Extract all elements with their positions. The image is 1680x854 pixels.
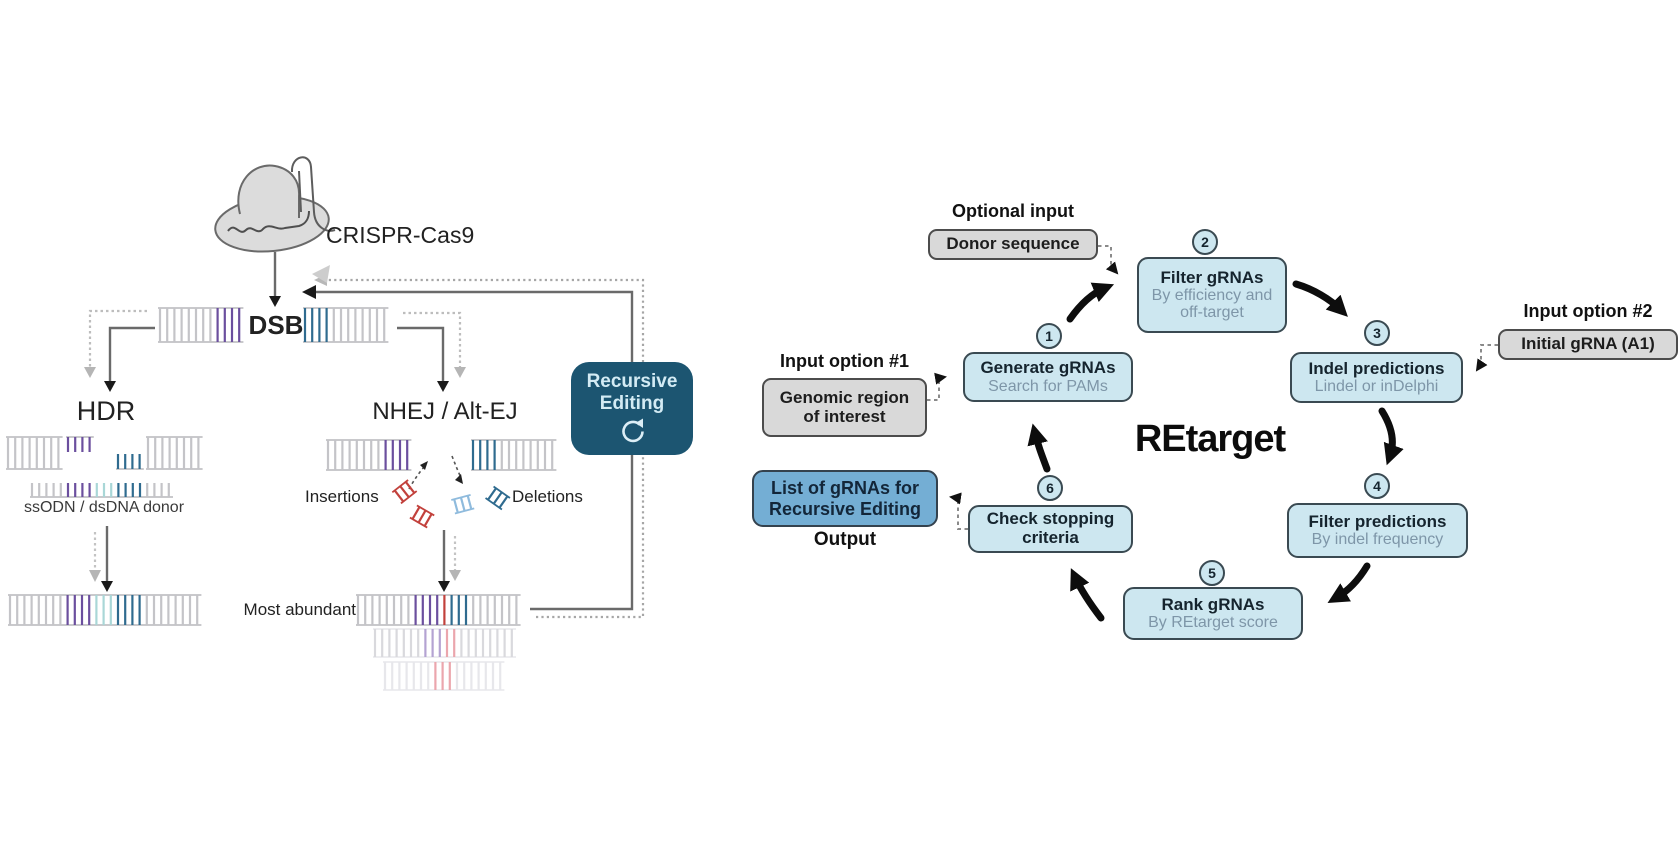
indel-fragment-arrows [408,455,463,490]
step-3-subtitle: Lindel or inDelphi [1314,378,1439,396]
cas9-protein-icon [214,156,336,253]
dsb-label: DSB [248,309,304,340]
connector-genomic-to-generate [927,372,947,401]
genomic-region-box: Genomic region of interest [762,378,927,437]
step-5-subtitle: By REtarget score [1148,614,1278,632]
nhej-label: NHEJ / Alt-EJ [372,398,518,425]
dna-ladder [146,436,203,470]
arrow-dsb-to-nhej [397,311,466,392]
step-6-number: 6 [1037,475,1063,501]
step-6-title: Check stopping criteria [986,509,1115,547]
step-6-box: Check stopping criteria [968,505,1133,553]
insertion-fragment [391,479,418,505]
dna-ladders [6,307,557,691]
cycle-arrows [1027,280,1404,622]
input-option-2-header: Input option #2 [1523,301,1653,321]
arrow-step2-to-step3 [1292,280,1348,317]
recursive-editing-box: Recursive Editing [571,362,693,455]
arrow-step4-to-step5 [1327,562,1371,603]
step-4-subtitle: By indel frequency [1311,531,1444,549]
step-3-number: 3 [1364,320,1390,346]
step-4-box: Filter predictions By indel frequency [1287,503,1468,558]
dna-ladder [8,594,202,626]
step-4-title: Filter predictions [1308,511,1447,531]
dna-ladder [383,661,505,691]
retarget-title: REtarget [1134,418,1286,460]
dna-ladder [356,594,521,626]
step-5-box: Rank gRNAs By REtarget score [1123,587,1303,640]
arrow-step6-to-step1 [1027,423,1051,473]
dna-ladder [373,628,516,658]
step-1-box: Generate gRNAs Search for PAMs [963,352,1133,402]
hdr-label: HDR [76,395,136,426]
step-3-title: Indel predictions [1308,358,1445,378]
most-abundant-label: Most abundant [243,600,356,619]
dna-ladder [158,307,244,343]
deletion-fragment [485,485,511,511]
insertion-fragment [409,504,435,529]
donor-sequence-box: Donor sequence [928,229,1098,260]
dna-ladder [6,436,63,470]
arrow-nhej-to-most-abundant [438,530,461,592]
step-5-number: 5 [1199,560,1225,586]
deletion-fragment [451,493,475,515]
connector-check-to-output [949,492,968,530]
dna-ladder [471,439,557,471]
initial-grna-box: Initial gRNA (A1) [1498,329,1678,360]
dna-ladder [303,307,389,343]
crispr-cas9-label: CRISPR-Cas9 [326,222,475,248]
dna-ladder [30,483,173,498]
step-1-subtitle: Search for PAMs [988,377,1108,395]
insertions-label: Insertions [305,487,379,506]
input-option-1-header: Input option #1 [780,351,909,371]
dna-ladder [66,436,94,452]
output-label: Output [813,529,877,550]
step-3-box: Indel predictions Lindel or inDelphi [1290,352,1463,403]
cycle-arrow-icon [622,418,644,442]
recursive-editing-label: Recursive Editing [586,371,678,414]
output-box: List of gRNAs for Recursive Editing [752,470,938,527]
optional-input-header: Optional input [952,201,1074,221]
dna-ladder [326,439,412,471]
step-2-subtitle: By efficiency and off-target [1151,286,1273,322]
deletions-label: Deletions [512,487,583,506]
connector-initialgrna-to-indel [1475,344,1498,372]
step-2-box: Filter gRNAs By efficiency and off-targe… [1137,257,1287,333]
step-5-title: Rank gRNAs [1161,594,1265,614]
connector-donor-to-filter [1098,245,1119,275]
step-1-title: Generate gRNAs [980,358,1116,378]
arrow-step1-to-step2 [1066,282,1115,323]
step-4-number: 4 [1364,473,1390,499]
dna-ladder [116,454,144,470]
step-2-title: Filter gRNAs [1160,267,1264,287]
arrow-step3-to-step4 [1378,407,1404,466]
ssodn-donor-label: ssODN / dsDNA donor [23,499,185,516]
arrow-cas9-to-dsb [269,252,281,307]
arrow-hdr-to-product [89,526,113,592]
arrow-dsb-to-hdr [84,309,155,392]
dashed-connectors [927,245,1498,530]
arrow-step5-to-step6 [1070,568,1105,622]
step-2-number: 2 [1192,229,1218,255]
step-1-number: 1 [1036,323,1062,349]
